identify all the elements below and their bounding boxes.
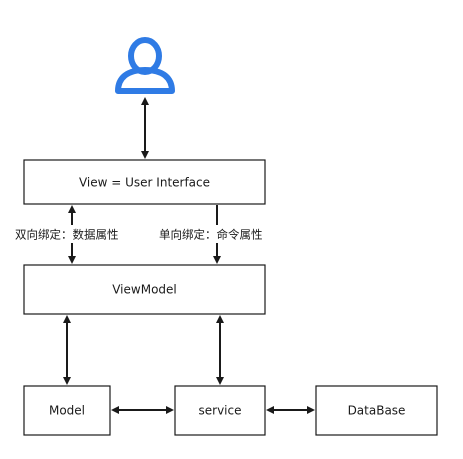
service-label: service — [199, 404, 242, 418]
model-box: Model — [23, 385, 111, 436]
view-label: View = User Interface — [79, 176, 210, 190]
user-icon — [115, 37, 175, 94]
one-way-binding-label: 单向绑定：命令属性 — [159, 228, 263, 242]
one-way-binding-label-group: 单向绑定：命令属性 — [157, 225, 281, 243]
database-label: DataBase — [348, 404, 406, 418]
viewmodel-label: ViewModel — [112, 283, 177, 297]
model-label: Model — [49, 404, 85, 418]
database-box: DataBase — [315, 385, 438, 436]
view-box: View = User Interface — [23, 159, 266, 205]
viewmodel-box: ViewModel — [23, 264, 266, 315]
two-way-binding-label-group: 双向绑定：数据属性 — [12, 225, 141, 243]
service-box: service — [174, 385, 266, 436]
two-way-binding-label: 双向绑定：数据属性 — [15, 228, 119, 242]
